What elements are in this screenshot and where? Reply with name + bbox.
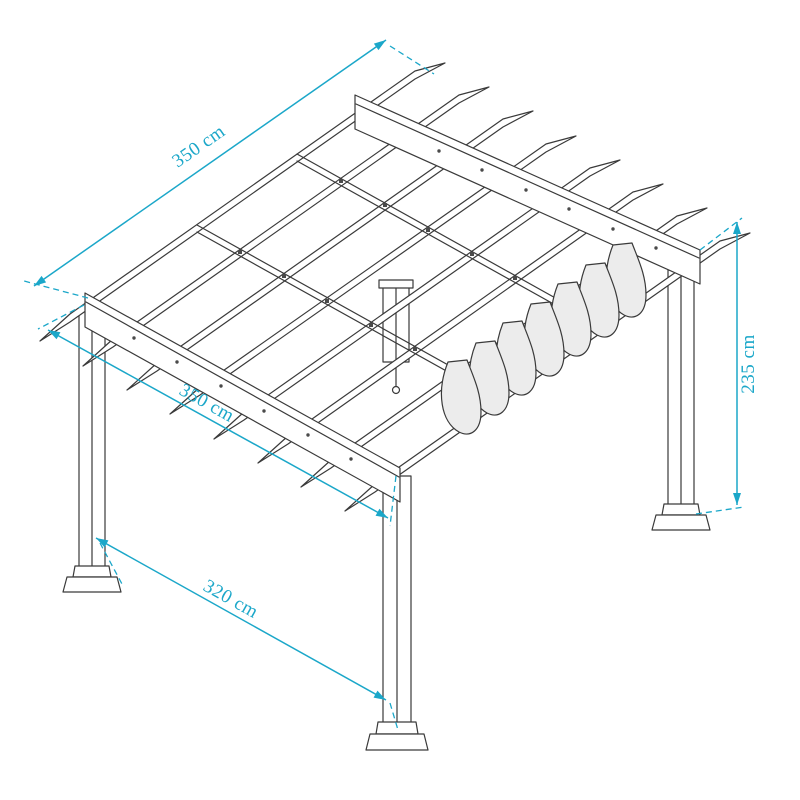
post-front [365,475,429,751]
dimension-label-post-spacing: 320 cm [200,576,262,623]
pergola-drawing [39,62,751,751]
canopy-fold [440,359,482,435]
dimension-label-height: 235 cm [738,334,759,393]
dimension-post-spacing: 320 cm [95,537,399,731]
dimension-label-roof-width: 350 cm [168,121,229,172]
post-right [651,269,711,531]
post-left [62,309,122,593]
dimension-height: 235 cm [695,217,759,515]
crank-handle [391,385,401,395]
retracted-canopy [440,242,647,435]
